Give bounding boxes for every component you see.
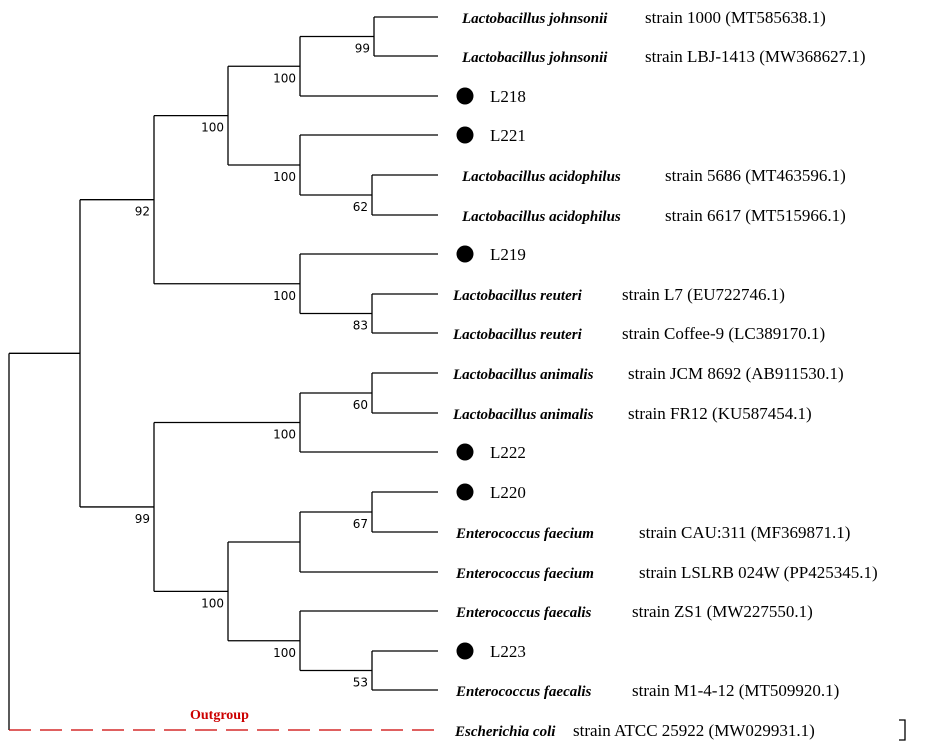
species-name-laci2: Lactobacillus acidophilus (461, 209, 621, 225)
bootstrap-n_joh218: 100 (273, 71, 296, 85)
species-name-efae1: Enterococcus faecium (455, 526, 594, 542)
species-name-ljoh2: Lactobacillus johnsonii (461, 50, 608, 66)
isolate-label-L219: L219 (490, 245, 526, 264)
bootstrap-values: 99 100 62 100 100 83 100 92 60 100 67 53 100 100 99 (135, 42, 370, 690)
strain-label-efae1: strain CAU:311 (MF369871.1) (639, 523, 850, 542)
bootstrap-n_fal: 53 (353, 676, 368, 690)
bootstrap-n_ent: 100 (201, 596, 224, 610)
strain-label-lreu1: strain L7 (EU722746.1) (622, 285, 785, 304)
isolate-marker-L218 (456, 87, 474, 105)
isolate-label-L218: L218 (490, 87, 526, 106)
species-name-lani1: Lactobacillus animalis (452, 367, 594, 383)
outgroup-label: Outgroup (190, 708, 249, 723)
species-name-laci1: Lactobacillus acidophilus (461, 169, 621, 185)
isolate-label-L220: L220 (490, 483, 526, 502)
bootstrap-n_ani222: 100 (273, 428, 296, 442)
isolate-marker-L220 (456, 483, 474, 501)
strain-label-laci2: strain 6617 (MT515966.1) (665, 206, 846, 225)
leaf-labels: Lactobacillus johnsonii strain 1000 (MT58… (452, 8, 878, 740)
strain-label-efal1: strain ZS1 (MW227550.1) (632, 602, 813, 621)
isolate-marker-L222 (456, 443, 474, 461)
species-name-ljoh1: Lactobacillus johnsonii (461, 11, 608, 27)
species-name-efae2: Enterococcus faecium (455, 566, 594, 582)
strain-label-lani1: strain JCM 8692 (AB911530.1) (628, 364, 844, 383)
strain-label-lani2: strain FR12 (KU587454.1) (628, 404, 812, 423)
species-name-efal1: Enterococcus faecalis (455, 605, 592, 621)
bootstrap-n_fae: 67 (353, 517, 368, 531)
species-name-lreu1: Lactobacillus reuteri (452, 288, 583, 304)
bootstrap-n_reu219: 100 (273, 289, 296, 303)
bootstrap-n_top: 92 (135, 205, 150, 219)
strain-label-efae2: strain LSLRB 024W (PP425345.1) (639, 563, 878, 582)
strain-label-ljoh1: strain 1000 (MT585638.1) (645, 8, 826, 27)
bootstrap-n_aci: 62 (353, 200, 368, 214)
bootstrap-n_bot: 99 (135, 512, 150, 526)
bootstrap-n_aci221: 100 (273, 170, 296, 184)
strain-label-laci1: strain 5686 (MT463596.1) (665, 166, 846, 185)
species-name-lreu2: Lactobacillus reuteri (452, 327, 583, 343)
bootstrap-n_fal2: 100 (273, 646, 296, 660)
isolate-marker-L223 (456, 642, 474, 660)
strain-label-lreu2: strain Coffee-9 (LC389170.1) (622, 324, 825, 343)
strain-label-ecoli: strain ATCC 25922 (MW029931.1) (573, 721, 815, 740)
tree-branches (8, 16, 438, 731)
species-name-efal2: Enterococcus faecalis (455, 684, 592, 700)
isolate-label-L223: L223 (490, 642, 526, 661)
outgroup-bracket (899, 719, 906, 741)
strain-label-ljoh2: strain LBJ-1413 (MW368627.1) (645, 47, 866, 66)
isolate-marker-L219 (456, 245, 474, 263)
bootstrap-n_reu: 83 (353, 319, 368, 333)
bootstrap-n_ani: 60 (353, 398, 368, 412)
strain-label-efal2: strain M1-4-12 (MT509920.1) (632, 681, 839, 700)
isolate-marker-L221 (456, 126, 474, 144)
species-name-lani2: Lactobacillus animalis (452, 407, 594, 423)
isolate-label-L222: L222 (490, 443, 526, 462)
bootstrap-n_jl: 100 (201, 121, 224, 135)
isolate-label-L221: L221 (490, 126, 526, 145)
bootstrap-n_joh: 99 (355, 42, 370, 56)
species-name-ecoli: Escherichia coli (454, 724, 556, 740)
